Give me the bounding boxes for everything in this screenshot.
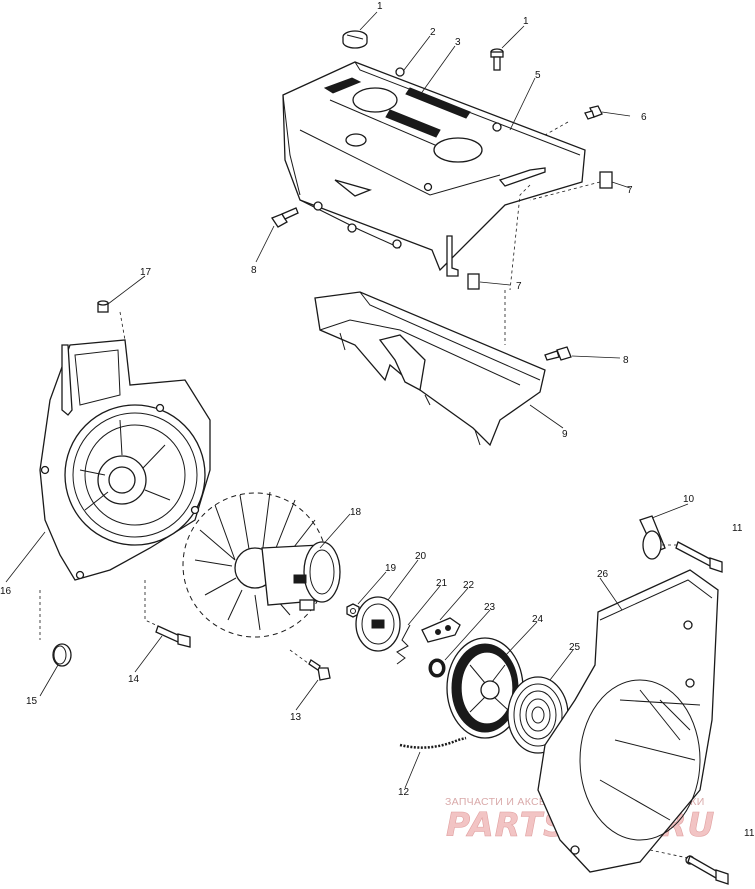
screw-8b: [544, 346, 572, 361]
screw-8a: [271, 207, 299, 228]
callout-25: 25: [569, 642, 581, 653]
callout-22: 22: [463, 580, 475, 591]
fan-hub: [261, 541, 341, 611]
callout-6: 6: [641, 112, 647, 123]
callout-26: 26: [597, 569, 609, 580]
filler-cap: [342, 30, 368, 49]
drive-plate: [355, 596, 401, 652]
bolt-11a: [675, 541, 723, 573]
callout-13: 13: [290, 712, 302, 723]
callout-18: 18: [350, 507, 362, 518]
bolt-11b: [687, 855, 729, 885]
lower-duct: [314, 291, 546, 447]
callout-8: 8: [251, 265, 257, 276]
retainer-ring: [428, 658, 446, 678]
callout-12: 12: [398, 787, 410, 798]
pawl: [421, 617, 461, 643]
callout-21: 21: [436, 578, 448, 589]
upper-shroud: [282, 61, 586, 277]
leader-lines: [5, 11, 689, 859]
callout-1: 1: [377, 1, 383, 12]
callout-10: 10: [683, 494, 695, 505]
callout-11: 11: [732, 523, 743, 534]
clip-7a: [599, 171, 613, 189]
fan-housing: [39, 339, 211, 581]
screw-6: [584, 105, 603, 120]
recoil-pulley: [446, 637, 524, 739]
bolt-14: [155, 625, 191, 648]
callout-24: 24: [532, 614, 544, 625]
callout-20: 20: [415, 551, 427, 562]
callout-7: 7: [627, 185, 633, 196]
callout-9: 9: [562, 429, 568, 440]
pin-17: [97, 300, 109, 313]
callout-23: 23: [484, 602, 496, 613]
callout-5: 5: [535, 70, 541, 81]
clip-7b: [467, 273, 480, 290]
screw-top: [490, 48, 504, 71]
callout-14: 14: [128, 674, 140, 685]
starter-rope: [399, 736, 467, 749]
callout-16: 16: [0, 586, 12, 597]
callout-19: 19: [385, 563, 397, 574]
callout-2: 2: [430, 27, 436, 38]
handle-bracket: [639, 515, 666, 560]
callout-1: 1: [523, 16, 529, 27]
callout-8: 8: [623, 355, 629, 366]
callout-17: 17: [140, 267, 152, 278]
callout-11: 11: [744, 828, 755, 839]
callout-3: 3: [455, 37, 461, 48]
screw-13: [308, 659, 331, 681]
plug-15: [52, 643, 72, 667]
spring-clip: [396, 624, 411, 665]
callout-7: 7: [516, 281, 522, 292]
callout-15: 15: [26, 696, 38, 707]
callout-labels: 1 1 2 3 5 6 7 7 8 8 9 10 11 11 12 13 14 …: [0, 1, 755, 839]
